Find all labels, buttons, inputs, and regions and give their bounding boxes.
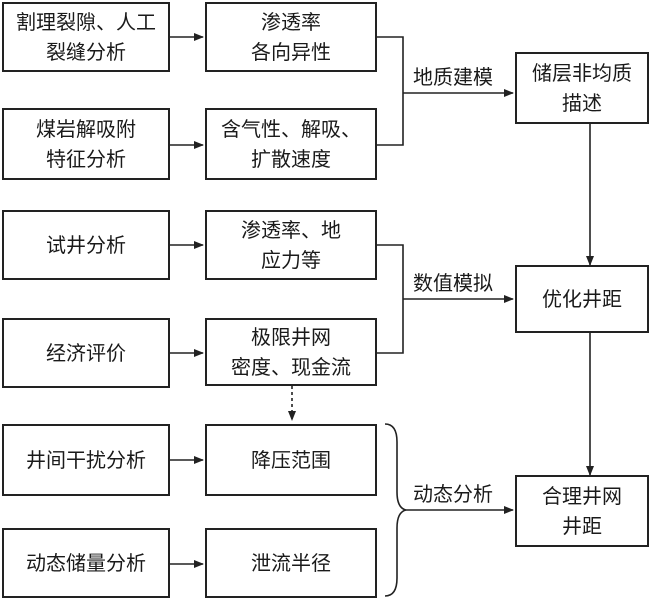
bracket-sim — [377, 244, 404, 354]
left-box-interference-analysis: 井间干扰分析 — [2, 424, 170, 496]
left-box-desorption-analysis: 煤岩解吸附 特征分析 — [2, 108, 170, 180]
mid-box-permeability-anisotropy: 渗透率 各向异性 — [205, 2, 377, 72]
right-box-reservoir-heterogeneity: 储层非均质 描述 — [515, 52, 649, 124]
mid-box-2-line-2: 扩散速度 — [251, 147, 331, 171]
mid-box-permeability-stress: 渗透率、地 应力等 — [205, 210, 377, 280]
mid-box-3-line-1: 渗透率、地 — [241, 218, 341, 242]
label-numerical-simulation: 数值模拟 — [413, 271, 493, 295]
mid-box-drainage-radius: 泄流半径 — [205, 528, 377, 598]
right-box-optimize-well-spacing: 优化井距 — [515, 265, 649, 333]
left-box-5-line-1: 井间干扰分析 — [26, 448, 146, 472]
left-box-fracture-analysis: 割理裂隙、人工 裂缝分析 — [2, 2, 170, 72]
left-box-3-line-1: 试井分析 — [46, 233, 126, 257]
right-box-2-line-1: 优化井距 — [542, 287, 622, 311]
bracket-geo — [377, 36, 404, 146]
left-box-4-line-1: 经济评价 — [46, 341, 126, 365]
mid-box-well-density-cashflow: 极限井网 密度、现金流 — [205, 318, 377, 386]
left-box-2-line-2: 特征分析 — [46, 147, 126, 171]
mid-box-2-line-1: 含气性、解吸、 — [221, 117, 361, 141]
mid-box-pressure-drop-range: 降压范围 — [205, 424, 377, 496]
mid-box-3-line-2: 应力等 — [261, 248, 321, 272]
mid-box-1-line-1: 渗透率 — [261, 10, 321, 34]
right-box-reasonable-well-pattern: 合理井网 井距 — [515, 475, 649, 547]
mid-box-1-line-2: 各向异性 — [251, 40, 331, 64]
mid-box-4-line-1: 极限井网 — [251, 325, 331, 349]
right-box-3-line-1: 合理井网 — [542, 484, 622, 508]
left-box-1-line-1: 割理裂隙、人工 — [16, 10, 156, 34]
mid-box-5-line-1: 降压范围 — [251, 448, 331, 472]
right-box-1-line-1: 储层非均质 — [532, 61, 632, 85]
right-box-1-line-2: 描述 — [562, 91, 602, 115]
mid-box-6-line-1: 泄流半径 — [251, 551, 331, 575]
label-dynamic-analysis: 动态分析 — [413, 482, 493, 506]
label-geological-modeling: 地质建模 — [413, 65, 493, 89]
left-box-dynamic-reserves: 动态储量分析 — [2, 528, 170, 598]
brace-dynamic — [384, 423, 407, 597]
left-box-well-test: 试井分析 — [2, 210, 170, 280]
left-box-economic-evaluation: 经济评价 — [2, 318, 170, 388]
left-box-6-line-1: 动态储量分析 — [26, 551, 146, 575]
left-box-1-line-2: 裂缝分析 — [46, 40, 126, 64]
mid-box-4-line-2: 密度、现金流 — [231, 355, 351, 379]
mid-box-gas-content: 含气性、解吸、 扩散速度 — [205, 108, 377, 180]
left-box-2-line-1: 煤岩解吸附 — [36, 117, 136, 141]
right-box-3-line-2: 井距 — [562, 514, 602, 538]
